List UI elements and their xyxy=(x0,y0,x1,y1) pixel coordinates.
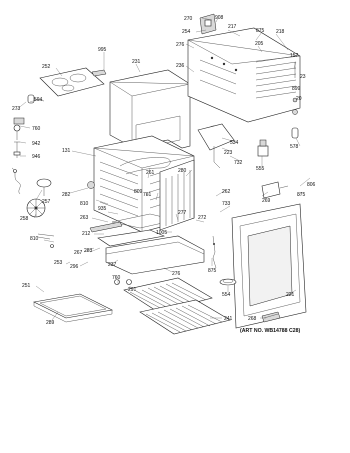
label-942: 942 xyxy=(32,141,41,147)
label-254: 254 xyxy=(182,29,191,35)
label-760: 760 xyxy=(32,126,41,132)
grommet-parts xyxy=(114,279,132,285)
wire-harness-part xyxy=(11,167,21,195)
drawer-rail xyxy=(89,221,166,247)
label-251: 251 xyxy=(22,283,31,289)
label-272: 272 xyxy=(198,215,207,221)
label-231: 231 xyxy=(132,59,141,65)
clip-part xyxy=(91,69,107,77)
label-995: 995 xyxy=(98,47,107,53)
label-761: 761 xyxy=(143,192,152,198)
label-806: 806 xyxy=(307,182,316,188)
label-554: 554 xyxy=(222,292,231,298)
label-276: 276 xyxy=(172,271,181,277)
label-875: 875 xyxy=(256,28,265,34)
terminal-block-part xyxy=(13,117,25,125)
label-875: 875 xyxy=(208,268,217,274)
label-223: 223 xyxy=(224,150,233,156)
label-1005: 1005 xyxy=(156,230,167,236)
label-205: 205 xyxy=(255,41,264,47)
label-875: 875 xyxy=(297,192,306,198)
label-262: 262 xyxy=(222,189,231,195)
oven-light-part xyxy=(87,181,95,189)
door-hinge xyxy=(212,235,217,269)
label-217: 217 xyxy=(228,24,237,30)
control-board-part xyxy=(199,13,217,35)
art-number-note: (ART NO. WB14788 C28) xyxy=(240,328,301,334)
leader-lines xyxy=(15,17,311,321)
switch-part xyxy=(257,139,269,157)
label-733: 733 xyxy=(222,201,231,207)
oven-door-panel xyxy=(231,203,307,329)
label-270: 270 xyxy=(184,16,193,22)
label-289: 289 xyxy=(46,320,55,326)
label-283: 283 xyxy=(84,248,93,254)
label-23: 23 xyxy=(300,74,306,80)
side-insulation xyxy=(159,159,195,231)
label-157: 157 xyxy=(290,53,299,59)
label-594: 594 xyxy=(34,97,43,103)
cooktop-element-panel xyxy=(39,67,105,97)
drawer-front xyxy=(105,235,205,275)
screw-parts xyxy=(37,233,55,248)
label-534: 534 xyxy=(230,140,239,146)
fan-blade-part xyxy=(26,198,46,218)
label-221: 221 xyxy=(286,292,295,298)
label-276: 276 xyxy=(176,42,185,48)
label-252: 252 xyxy=(42,64,51,70)
broiler-pan xyxy=(33,293,113,323)
convection-motor xyxy=(197,123,235,169)
label-908: 908 xyxy=(215,15,224,21)
label-269: 269 xyxy=(262,198,271,204)
lamp-socket-part xyxy=(27,94,45,104)
label-261: 261 xyxy=(146,170,155,176)
label-218: 218 xyxy=(276,29,285,35)
label-241: 241 xyxy=(224,316,233,322)
outer-wrapper xyxy=(109,69,191,150)
label-296: 296 xyxy=(70,264,79,270)
label-280: 280 xyxy=(178,168,187,174)
label-258: 258 xyxy=(20,216,29,222)
convection-fan-part xyxy=(36,178,52,196)
label-237: 237 xyxy=(108,262,117,268)
label-555: 555 xyxy=(256,166,265,172)
label-578: 578 xyxy=(290,144,299,150)
oven-rack-lower xyxy=(139,299,231,335)
door-latch-part xyxy=(261,311,281,323)
label-263: 263 xyxy=(80,215,89,221)
label-212: 212 xyxy=(82,231,91,237)
label-282: 282 xyxy=(62,192,71,198)
label-760: 760 xyxy=(112,275,121,281)
label-291: 291 xyxy=(128,287,137,293)
fuse-part xyxy=(291,62,299,139)
label-809: 809 xyxy=(134,189,143,195)
label-131: 131 xyxy=(62,148,71,154)
label-810: 810 xyxy=(30,236,39,242)
label-268: 268 xyxy=(248,316,257,322)
label-810: 810 xyxy=(80,201,89,207)
door-gasket-part xyxy=(219,278,237,286)
label-935: 935 xyxy=(98,206,107,212)
label-20: 20 xyxy=(296,96,302,102)
label-732: 732 xyxy=(234,160,243,166)
label-253: 253 xyxy=(54,260,63,266)
label-267: 267 xyxy=(74,250,83,256)
mounting-bracket xyxy=(261,181,289,199)
label-277: 277 xyxy=(178,210,187,216)
part-labels: 270 908 217 875 218 254 276 205 157 995 … xyxy=(12,15,316,326)
thermostat-sensor-part xyxy=(13,124,21,158)
label-946: 946 xyxy=(32,154,41,160)
label-236: 236 xyxy=(176,63,185,69)
rear-control-panel xyxy=(187,27,301,123)
label-257: 257 xyxy=(42,199,51,205)
label-273: 273 xyxy=(12,106,21,112)
label-899: 899 xyxy=(292,86,301,92)
